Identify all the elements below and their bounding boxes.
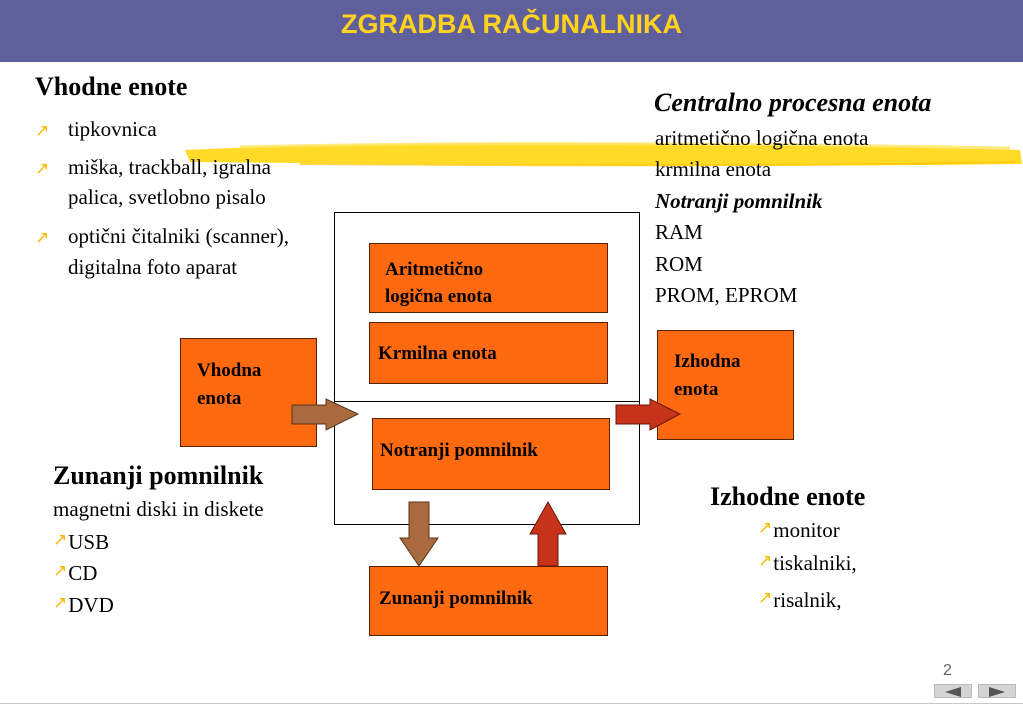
cpu-line: aritmetično logična enota: [655, 126, 869, 150]
arrow-up-right-bullet-icon: ↗: [758, 551, 773, 571]
alu-box: [369, 243, 608, 313]
control-unit-label: Krmilna enota: [378, 343, 497, 364]
internal-memory-box: [372, 418, 610, 490]
input-item-text: tipkovnica: [68, 117, 157, 141]
arrow-up-right-bullet-icon: ↗: [35, 159, 50, 179]
input-item-text: optični čitalniki (scanner),: [68, 224, 290, 248]
memory-frame: [334, 401, 640, 525]
prev-slide-button[interactable]: [934, 684, 972, 698]
page-number: 2: [943, 662, 952, 679]
input-item-text: palica, svetlobno pisalo: [68, 185, 266, 209]
output-item: ↗tiskalniki,: [758, 551, 857, 575]
cpu-heading: Centralno procesna enota: [654, 88, 932, 117]
external-memory-item: ↗DVD: [53, 593, 114, 617]
alu-label: logična enota: [385, 286, 493, 307]
title-bar: [0, 0, 1023, 62]
input-item: ↗: [35, 224, 49, 249]
output-unit-box: [657, 330, 794, 440]
input-item-text: miška, trackball, igralna: [68, 155, 271, 179]
arrow-up-right-bullet-icon: ↗: [53, 561, 68, 581]
external-memory-box: [369, 566, 608, 636]
input-item-text: digitalna foto aparat: [68, 255, 238, 279]
memory-type: RAM: [655, 220, 703, 244]
output-unit-label: Izhodna: [674, 351, 741, 372]
arrow-up-right-bullet-icon: ↗: [35, 228, 50, 248]
control-unit-box: [369, 322, 608, 384]
next-slide-button[interactable]: [978, 684, 1016, 698]
memory-type: PROM, EPROM: [655, 283, 798, 307]
output-unit-label: enota: [674, 379, 719, 400]
external-memory-line: magnetni diski in diskete: [53, 497, 264, 521]
internal-memory-heading: Notranji pomnilnik: [655, 189, 823, 213]
slide-title: ZGRADBA RAČUNALNIKA: [341, 9, 682, 39]
internal-memory-label: Notranji pomnilnik: [380, 440, 538, 461]
input-arrow: [291, 398, 360, 431]
external-memory-label: Zunanji pomnilnik: [379, 588, 533, 609]
output-arrow: [615, 398, 682, 431]
alu-label: Aritmetično: [385, 259, 484, 280]
next-slide-triangle-icon: [989, 687, 1005, 697]
input-unit-label: Vhodna: [197, 360, 262, 381]
output-item: ↗risalnik,: [758, 588, 842, 612]
up-arrow: [529, 500, 567, 567]
down-arrow: [399, 501, 439, 567]
highlighter-stroke: [185, 142, 1022, 167]
external-memory-item: ↗USB: [53, 530, 110, 554]
external-memory-heading: Zunanji pomnilnik: [53, 461, 264, 490]
input-unit-box: [180, 338, 317, 447]
output-item: ↗monitor: [758, 518, 840, 542]
arrow-up-right-bullet-icon: ↗: [758, 518, 773, 538]
input-item: ↗: [35, 155, 49, 180]
input-item: ↗: [35, 117, 49, 142]
input-unit-label: enota: [197, 388, 242, 409]
external-memory-item: ↗CD: [53, 561, 98, 585]
arrow-up-right-bullet-icon: ↗: [53, 593, 68, 613]
prev-slide-triangle-icon: [945, 687, 961, 697]
input-units-heading: Vhodne enote: [35, 72, 188, 101]
footer-line: [0, 703, 1023, 704]
arrow-up-right-bullet-icon: ↗: [53, 530, 68, 550]
cpu-line: krmilna enota: [655, 157, 772, 181]
arrow-up-right-bullet-icon: ↗: [35, 121, 50, 141]
output-units-heading: Izhodne enote: [710, 482, 866, 511]
memory-type: ROM: [655, 252, 703, 276]
arrow-up-right-bullet-icon: ↗: [758, 588, 773, 608]
